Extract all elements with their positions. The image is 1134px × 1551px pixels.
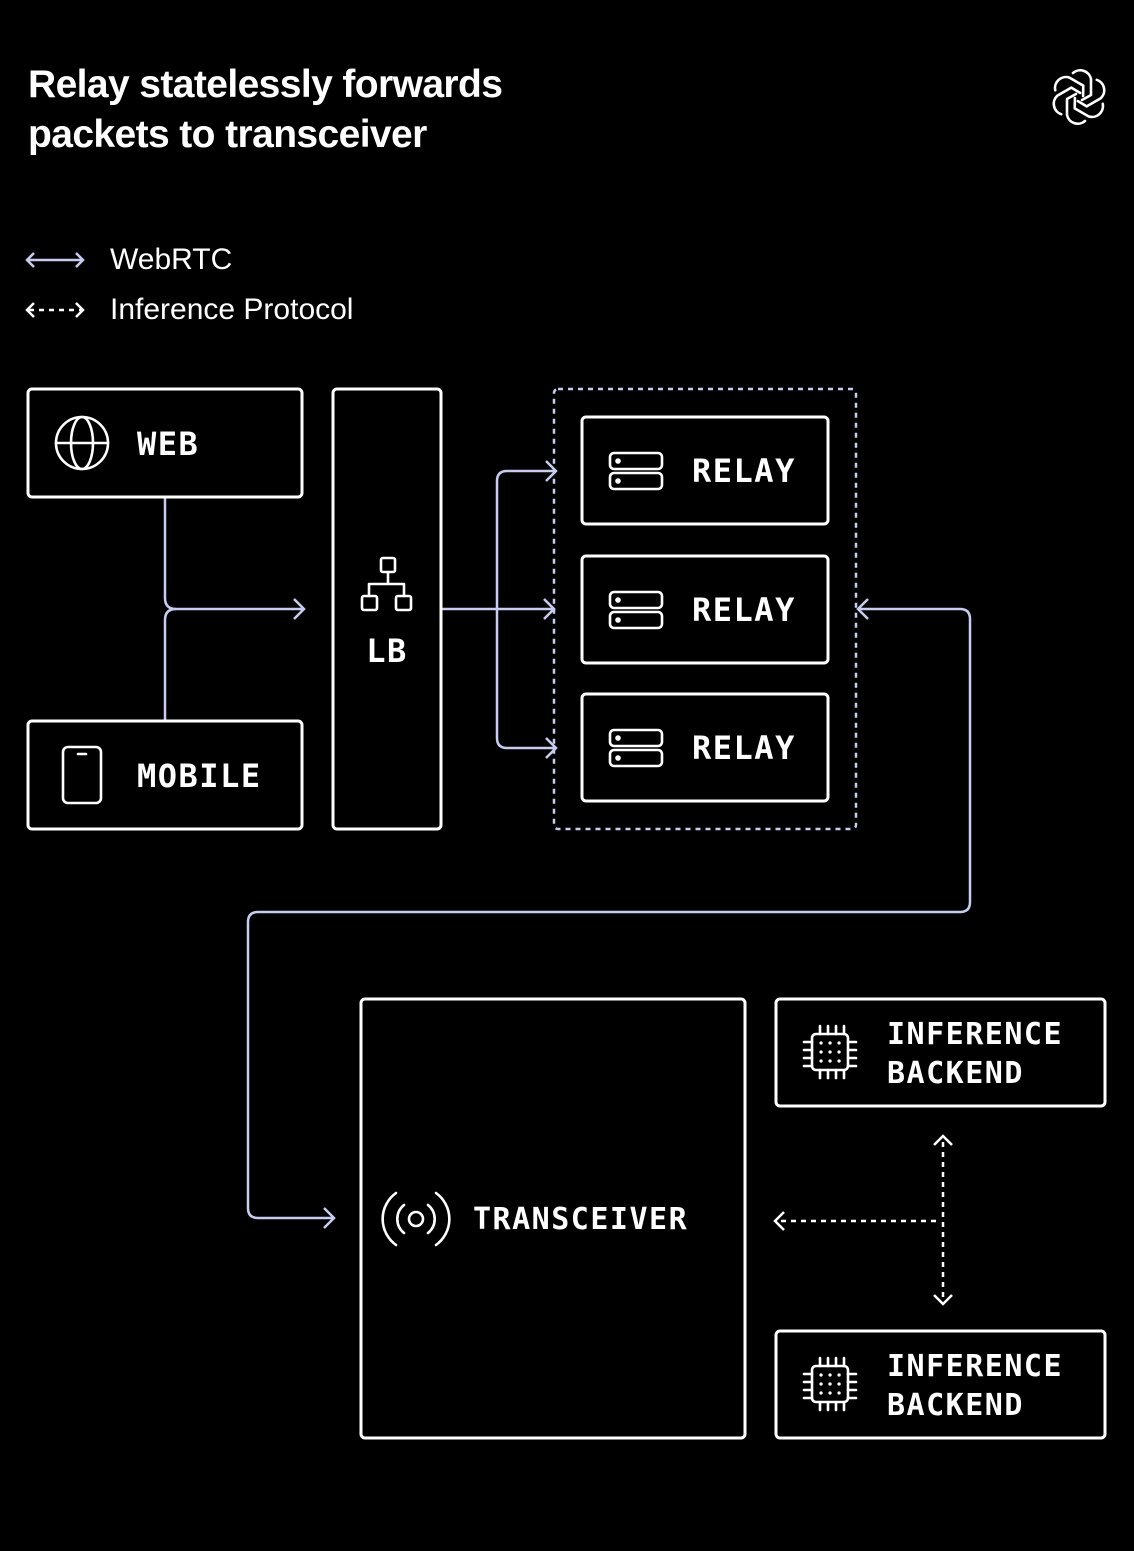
inference-backend-1-label-line-1: INFERENCE bbox=[887, 1017, 1063, 1052]
legend-inference-protocol-label: Inference Protocol bbox=[110, 293, 354, 326]
legend-webrtc-label: WebRTC bbox=[110, 243, 233, 276]
relay-node-2[interactable]: RELAY bbox=[580, 554, 830, 665]
transceiver-label: TRANSCEIVER bbox=[473, 1202, 688, 1237]
server-icon bbox=[608, 451, 664, 491]
backend-to-transceiver-arrowhead bbox=[773, 1211, 785, 1231]
web-node[interactable]: WEB bbox=[26, 387, 304, 499]
legend-inference-protocol: Inference Protocol bbox=[24, 290, 353, 330]
phone-icon bbox=[61, 745, 103, 805]
relay-node-3[interactable]: RELAY bbox=[580, 692, 830, 803]
server-icon bbox=[608, 728, 664, 768]
inference-backend-2-label-line-2: BACKEND bbox=[887, 1388, 1024, 1423]
title-line-1: Relay statelessly forwards bbox=[28, 63, 503, 106]
inference-backend-node-1[interactable]: INFERENCE BACKEND bbox=[774, 997, 1107, 1108]
mobile-node[interactable]: MOBILE bbox=[26, 719, 304, 831]
solid-double-arrow-icon bbox=[25, 252, 85, 268]
server-icon bbox=[608, 590, 664, 630]
broadcast-icon bbox=[381, 1191, 451, 1247]
lb-branch-relays-line bbox=[495, 460, 558, 759]
lb-node[interactable]: LB bbox=[331, 387, 443, 831]
relay-group bbox=[552, 387, 858, 831]
relay-node-1[interactable]: RELAY bbox=[580, 415, 830, 526]
cpu-chip-icon bbox=[802, 1024, 858, 1080]
inference-backend-1-label-line-2: BACKEND bbox=[887, 1056, 1024, 1091]
relay-3-label: RELAY bbox=[692, 729, 796, 767]
title-line-2: packets to transceiver bbox=[28, 113, 427, 156]
inference-backend-2-label-line-1: INFERENCE bbox=[887, 1349, 1063, 1384]
cpu-chip-icon bbox=[802, 1356, 858, 1412]
relay-2-label: RELAY bbox=[692, 591, 796, 629]
mobile-to-lb-line bbox=[163, 607, 177, 720]
legend-webrtc: WebRTC bbox=[24, 240, 232, 280]
inference-backend-node-2[interactable]: INFERENCE BACKEND bbox=[774, 1329, 1107, 1440]
relay-1-label: RELAY bbox=[692, 452, 796, 490]
web-to-lb-line bbox=[163, 498, 306, 620]
openai-logo-icon bbox=[1052, 68, 1106, 126]
network-tree-icon bbox=[360, 556, 413, 612]
web-label: WEB bbox=[137, 425, 199, 463]
dashed-double-arrow-icon bbox=[25, 302, 85, 318]
transceiver-node[interactable]: TRANSCEIVER bbox=[359, 997, 747, 1440]
lb-label: LB bbox=[366, 632, 408, 670]
mobile-label: MOBILE bbox=[137, 757, 262, 795]
backend-vertical-arrowheads bbox=[933, 1134, 953, 1306]
globe-icon bbox=[54, 415, 110, 471]
relay-to-transceiver-line bbox=[246, 598, 972, 1229]
page-title: Relay statelessly forwards packets to tr… bbox=[28, 60, 503, 160]
